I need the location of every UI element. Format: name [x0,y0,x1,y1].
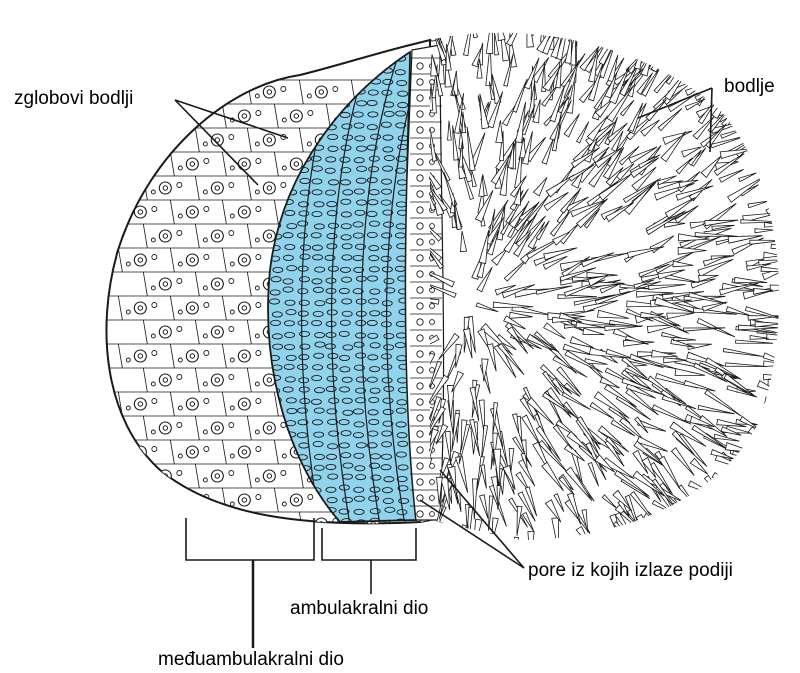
bracket-ambulacral [322,528,416,560]
bracket-interambulacral [186,518,314,560]
label-interambulacral: međuambulakralni dio [158,649,344,670]
label-pores: pore iz kojih izlaze podiji [528,560,733,581]
pore-column [406,45,444,520]
label-spines: bodlje [724,76,775,97]
label-spine-joints: zglobovi bodlji [14,88,133,109]
label-ambulacral: ambulakralni dio [290,598,428,619]
